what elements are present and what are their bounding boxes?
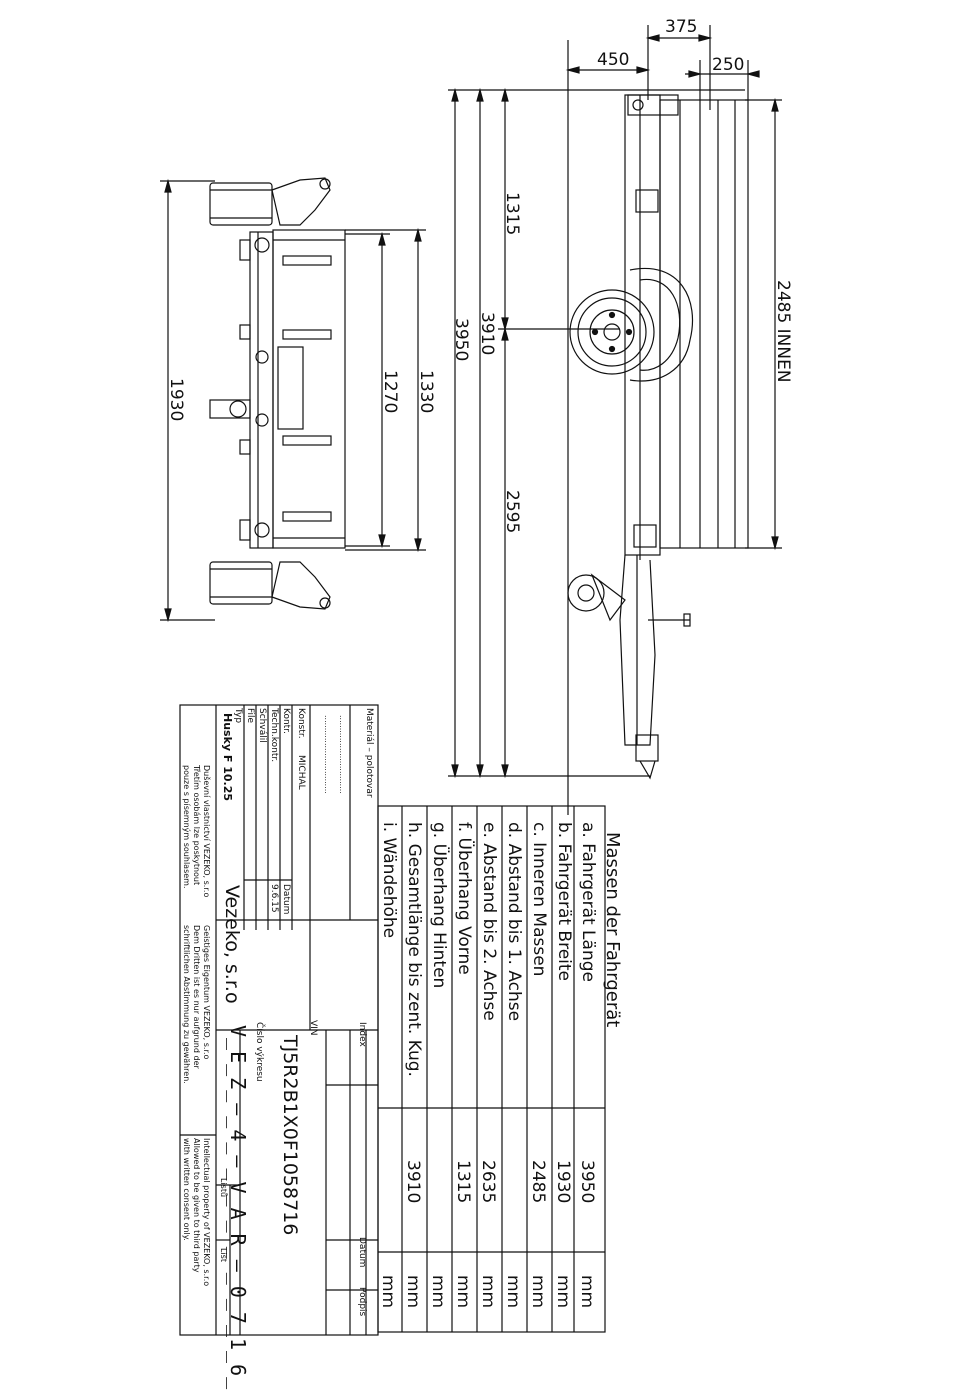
spec-row-label: b. Fahrgerät Breite — [554, 822, 574, 982]
drawing-number-label: Číslo výkresu — [254, 1022, 264, 1082]
datum-value: 9.6.15 — [269, 884, 279, 913]
spec-row-value: 1930 — [553, 1160, 573, 1204]
typ-value: Husky F 10.25 — [221, 713, 234, 802]
de-notice-1: Geistiges Eigentum VEZEKO, s.r.o — [202, 925, 211, 1060]
dim-2595: 2595 — [502, 490, 522, 534]
konstr-value: MICHAL — [296, 755, 306, 790]
spec-row-label: i. Wändehöhe — [379, 822, 399, 939]
dim-450: 450 — [597, 50, 630, 70]
dim-375: 375 — [665, 17, 698, 37]
de-notice-3: schriftlichen Abstimmung zu gewähren. — [182, 925, 191, 1084]
file-label: File — [245, 708, 255, 724]
spec-row-unit: mm — [453, 1275, 473, 1309]
vin-label: VIN — [308, 1020, 318, 1036]
spec-row-label: h. Gesamtlänge bis zent. Kug. — [404, 822, 424, 1077]
vin-value: TJ5R2B1X0F1058716 — [279, 1035, 301, 1236]
datum-label: Datum — [281, 884, 291, 915]
spec-row-unit: mm — [528, 1275, 548, 1309]
spec-row-label: c. Inneren Massen — [529, 822, 549, 977]
spec-row-label: g. Überhang Hinten — [429, 822, 449, 989]
dim-1930: 1930 — [166, 378, 186, 422]
spec-row-value: 3910 — [403, 1160, 423, 1204]
spec-row-unit: mm — [428, 1275, 448, 1309]
cz-notice-2: Třetím osobám lze poskytnout — [192, 765, 201, 886]
technical-drawing — [160, 25, 782, 1336]
typ-label: Typ — [233, 708, 243, 724]
spec-table-title: Massen der Fahrgerät — [602, 832, 623, 1028]
dim-1315: 1315 — [502, 192, 522, 236]
cz-notice-1: Duševní vlastnictví VEZEKO, s.r.o — [202, 765, 211, 898]
spec-row-unit: mm — [478, 1275, 498, 1309]
podpis-label: Podpis — [357, 1287, 367, 1317]
spec-row-label: d. Abstand bis 1. Achse — [504, 822, 524, 1022]
spec-row-label: e. Abstand bis 2. Achse — [479, 822, 499, 1021]
front-view — [160, 177, 426, 623]
dim-3910: 3910 — [477, 312, 497, 356]
spec-row-unit: mm — [503, 1275, 523, 1309]
drawing-number: V_E_Z_–_4_–_V_A_R_–_0_7_1_6_ — [226, 1025, 250, 1390]
spec-table-frame — [377, 805, 606, 1333]
spec-row-label: f. Überhang Vorne — [454, 822, 474, 975]
list-label: List — [219, 1248, 228, 1262]
spec-row-value: 2635 — [478, 1160, 498, 1204]
dim-1330: 1330 — [416, 370, 436, 414]
spec-row-unit: mm — [577, 1275, 597, 1309]
en-notice-2: Allowed to be given to third party — [192, 1138, 201, 1273]
side-view — [448, 25, 782, 815]
listu-label: Listů — [219, 1178, 228, 1198]
kontr-label: Kontr. — [281, 708, 291, 734]
en-notice-1: Intellectual property of VEZEKO, s.r.o — [202, 1138, 211, 1287]
dim-2485-innen: 2485 INNEN — [773, 280, 793, 383]
dim-1270: 1270 — [380, 370, 400, 414]
spec-row-value: 3950 — [577, 1160, 597, 1204]
techn-kontr-label: Techn.kontr. — [269, 708, 279, 763]
company-name: Vezeko, s.r.o — [221, 885, 243, 1004]
spec-row-unit: mm — [378, 1275, 398, 1309]
dim-250: 250 — [712, 55, 745, 75]
spec-row-value: 2485 — [528, 1160, 548, 1204]
title-block-frame — [179, 704, 379, 1336]
spec-row-unit: mm — [553, 1275, 573, 1309]
schvalil-label: Schválil — [257, 708, 267, 743]
datum2-label: Datum — [357, 1237, 367, 1268]
cz-notice-3: pouze s písemným souhlasem. — [182, 765, 191, 889]
en-notice-3: with written consent only. — [182, 1138, 191, 1241]
de-notice-2: Dem Dritten ist es nur aufgrund der — [192, 925, 201, 1069]
konstr-label: Konstr. — [296, 708, 306, 739]
spec-row-value: 1315 — [453, 1160, 473, 1204]
index-label: Index — [357, 1022, 367, 1047]
dim-3950: 3950 — [451, 318, 471, 362]
material-dots-1: ............................... — [338, 715, 347, 794]
spec-row-label: a. Fahrgerät Länge — [578, 822, 598, 982]
spec-row-unit: mm — [403, 1275, 423, 1309]
material-dots-2: ............................... — [323, 715, 332, 794]
material-label: Materiál – polotovar — [364, 708, 374, 798]
